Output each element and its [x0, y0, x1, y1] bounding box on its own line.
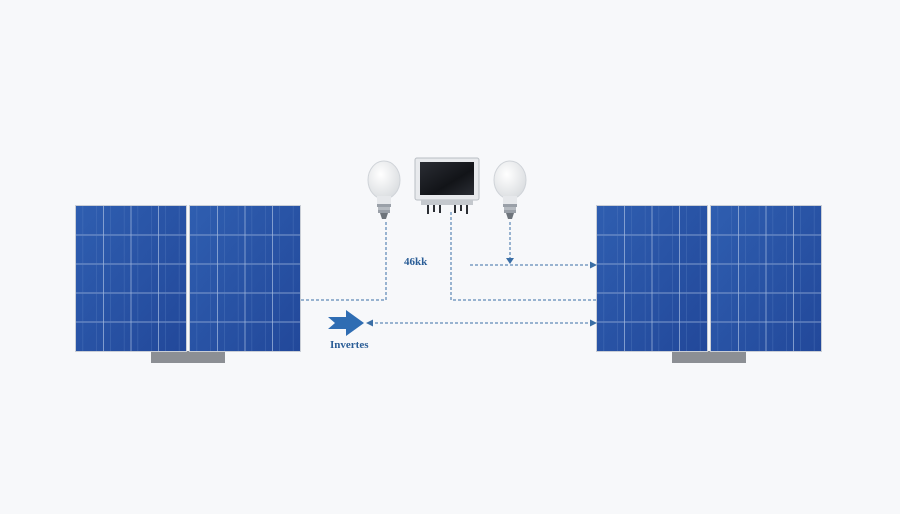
inverter-monitor-icon — [414, 157, 480, 214]
panel-cell-grid — [76, 206, 186, 351]
panel-busbars — [196, 206, 294, 351]
left-solar-panel-icon — [75, 205, 301, 363]
connector-lines — [300, 212, 596, 324]
arrowhead-left — [366, 319, 373, 327]
panel-cell-grid — [711, 206, 821, 351]
panel-stand — [151, 351, 225, 363]
panel-stand — [672, 351, 746, 363]
arrowhead-down — [506, 258, 514, 264]
left-light-bulb-icon — [367, 160, 401, 219]
arrowheads — [366, 258, 597, 327]
right-light-bulb-icon — [493, 160, 527, 219]
arrow-right-icon — [328, 310, 364, 336]
panel-cell-grid — [190, 206, 300, 351]
arrowhead-right-upper — [590, 261, 597, 269]
panel-cell-grid — [597, 206, 707, 351]
inverter-to-right-panel-line — [450, 212, 596, 301]
panel-busbars — [717, 206, 815, 351]
power-value-label: 46kk — [404, 256, 428, 268]
panel-busbars — [603, 206, 701, 351]
right-solar-panel-icon — [596, 205, 822, 363]
panel-busbars — [82, 206, 180, 351]
arrowhead-right-lower — [590, 319, 597, 327]
left-bulb-connector-line — [300, 222, 387, 301]
inverter-label: Invertes — [330, 339, 369, 351]
